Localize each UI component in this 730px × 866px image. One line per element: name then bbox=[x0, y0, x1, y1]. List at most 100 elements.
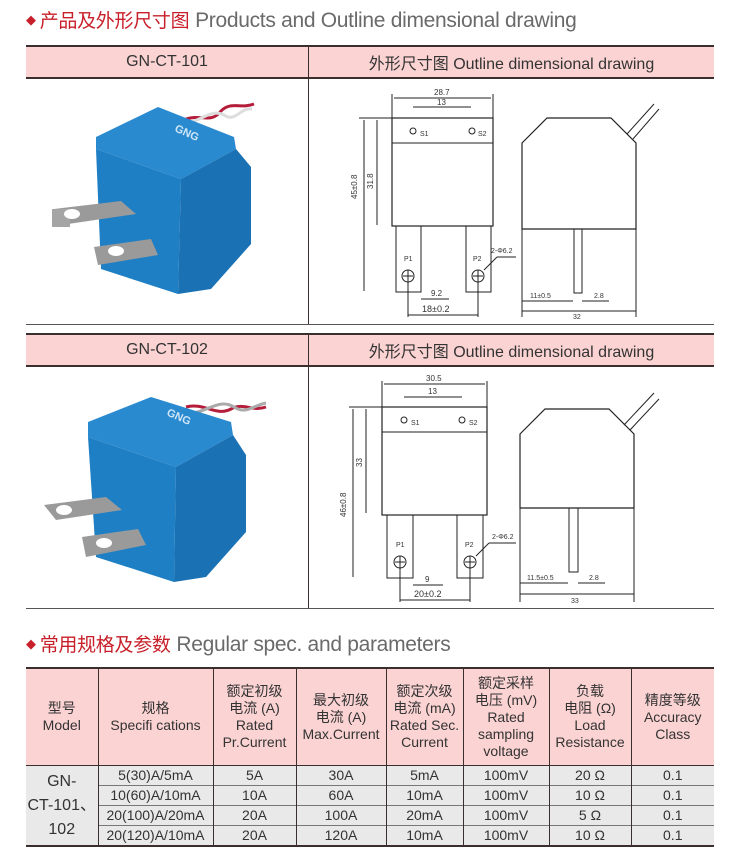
spec-header-line: 型号 bbox=[47, 700, 76, 716]
drawing-header-label: 外形尺寸图 Outline dimensional drawing bbox=[368, 56, 655, 73]
spec-cell: 10(60)A/10mA bbox=[97, 785, 213, 806]
dim-width: 28.7 bbox=[434, 88, 450, 97]
spec-cell: 120A bbox=[295, 825, 386, 846]
spec-header-line: Specifi cations bbox=[110, 717, 201, 733]
label-s2: S2 bbox=[478, 131, 487, 138]
product-model-label: GN-CT-102 bbox=[26, 335, 309, 365]
spec-cell: 100mV bbox=[462, 805, 549, 826]
spec-cell: 5mA bbox=[385, 765, 463, 786]
spec-cell: 5A bbox=[212, 765, 296, 786]
dim-body-height: 31.8 bbox=[366, 173, 375, 189]
spec-cell: 10 Ω bbox=[548, 825, 631, 846]
dim-side-offset: 11.5±0.5 bbox=[527, 575, 554, 582]
spec-cell: 30A bbox=[295, 765, 386, 786]
spec-cell: 5(30)A/5mA bbox=[97, 765, 213, 786]
section-title-en: Regular spec. and parameters bbox=[176, 633, 451, 656]
spec-cell: 20A bbox=[212, 805, 296, 826]
spec-cell: 100mV bbox=[462, 825, 549, 846]
spec-header-line: 电流 (mA) bbox=[393, 700, 456, 716]
dim-pin-spacing: 13 bbox=[437, 98, 446, 107]
spec-cell: 0.1 bbox=[630, 805, 714, 826]
label-s1: S1 bbox=[411, 420, 420, 427]
spec-header-line: sampling bbox=[477, 725, 535, 742]
section-title-products: ◆产品及外形尺寸图 Products and Outline dimension… bbox=[26, 6, 577, 33]
spec-header-line: Rated bbox=[487, 708, 525, 725]
spec-header-line: 最大初级 bbox=[313, 691, 369, 708]
spec-header-line: 电压 (mV) bbox=[474, 691, 538, 708]
spec-header-line: Max.Current bbox=[302, 725, 380, 742]
spec-header-line: 额定采样 bbox=[478, 674, 534, 691]
diamond-bullet-icon: ◆ bbox=[26, 13, 36, 28]
spec-cell: 0.1 bbox=[630, 825, 714, 846]
label-s1: S1 bbox=[420, 131, 429, 138]
spec-model-line: 102 bbox=[48, 820, 76, 838]
product-table-ct101: GN-CT-101 外形尺寸图 Outline dimensional draw… bbox=[26, 45, 714, 325]
spec-header-line: Pr.Current bbox=[222, 734, 287, 750]
dim-tab-thickness: 2.8 bbox=[589, 575, 599, 582]
section-title-cn: 产品及外形尺寸图 bbox=[39, 10, 190, 32]
current-transformer-photo: GNG bbox=[44, 397, 267, 582]
product-table-ct102: GN-CT-102 外形尺寸图 Outline dimensional draw… bbox=[26, 333, 714, 609]
spec-cell: 10 Ω bbox=[548, 785, 631, 806]
dim-tab-thickness: 2.8 bbox=[594, 293, 604, 300]
diamond-bullet-icon: ◆ bbox=[26, 637, 36, 652]
dim-depth: 33 bbox=[571, 598, 579, 605]
spec-cell: 0.1 bbox=[630, 765, 714, 786]
spec-header-line: 规格 bbox=[141, 700, 170, 716]
label-p1: P1 bbox=[404, 256, 413, 263]
dim-hole: 2-Φ6.2 bbox=[491, 248, 513, 255]
spec-header-line: Model bbox=[42, 717, 81, 733]
spec-cell: 100A bbox=[295, 805, 386, 826]
spec-header-line: Rated Sec. bbox=[389, 717, 460, 733]
spec-header-cell: 额定次级电流 (mA)Rated Sec.Current bbox=[385, 668, 463, 766]
drawing-header-label: 外形尺寸图 Outline dimensional drawing bbox=[368, 344, 655, 361]
current-transformer-photo: GNG bbox=[52, 102, 255, 294]
dim-body-height: 33 bbox=[355, 458, 364, 467]
label-p1: P1 bbox=[396, 542, 405, 549]
dim-side-offset: 11±0.5 bbox=[530, 293, 551, 300]
dim-tab-spacing: 18±0.2 bbox=[422, 304, 449, 314]
label-p2: P2 bbox=[465, 542, 474, 549]
spec-header-line: 额定次级 bbox=[396, 683, 453, 699]
outline-drawing-ct101: 28.7 13 S1 S2 45±0.8 31.8 P1 P2 2-Φ6. bbox=[309, 79, 715, 324]
spec-header-line: 精度等级 bbox=[644, 691, 701, 708]
spec-cell: 10A bbox=[212, 785, 296, 806]
dim-total-height: 46±0.8 bbox=[339, 492, 348, 517]
outline-drawing-ct102: 30.5 13 S1 S2 46±0.8 33 P1 P2 2-Φ6.2 bbox=[309, 367, 715, 608]
spec-header-cell: 最大初级电流 (A)Max.Current bbox=[295, 668, 386, 766]
spec-header-line: Current bbox=[401, 734, 448, 750]
spec-cell: 20(100)A/20mA bbox=[97, 805, 213, 826]
spec-cell: 5 Ω bbox=[548, 805, 631, 826]
section-title-en: Products and Outline dimensional drawing bbox=[195, 9, 577, 32]
dim-hole: 2-Φ6.2 bbox=[492, 534, 514, 541]
dim-depth: 32 bbox=[573, 314, 581, 321]
spec-cell: 10mA bbox=[385, 825, 463, 846]
product-photo: GNG bbox=[26, 367, 309, 608]
spec-cell: 100mV bbox=[462, 785, 549, 806]
spec-header-line: 电流 (A) bbox=[229, 700, 280, 716]
spec-model-cell: GN- CT-101、 102 bbox=[26, 765, 98, 846]
label-p2: P2 bbox=[473, 256, 482, 263]
dim-total-height: 45±0.8 bbox=[350, 174, 359, 199]
spec-cell: 10mA bbox=[385, 785, 463, 806]
spec-header-line: 电阻 (Ω) bbox=[564, 700, 616, 716]
spec-cell: 0.1 bbox=[630, 785, 714, 806]
spec-cell: 100mV bbox=[462, 765, 549, 786]
dim-tab-spacing: 20±0.2 bbox=[414, 589, 441, 599]
spec-cell: 60A bbox=[295, 785, 386, 806]
spec-header-line: voltage bbox=[483, 742, 529, 759]
spec-header-line: 负载 bbox=[576, 683, 604, 699]
product-model-label: GN-CT-101 bbox=[26, 47, 309, 77]
spec-model-line: CT-101、 bbox=[27, 796, 96, 814]
spec-model-line: GN- bbox=[47, 772, 77, 790]
dimension-drawing: 30.5 13 S1 S2 46±0.8 33 P1 P2 2-Φ6.2 bbox=[339, 374, 660, 605]
spec-cell: 20A bbox=[212, 825, 296, 846]
